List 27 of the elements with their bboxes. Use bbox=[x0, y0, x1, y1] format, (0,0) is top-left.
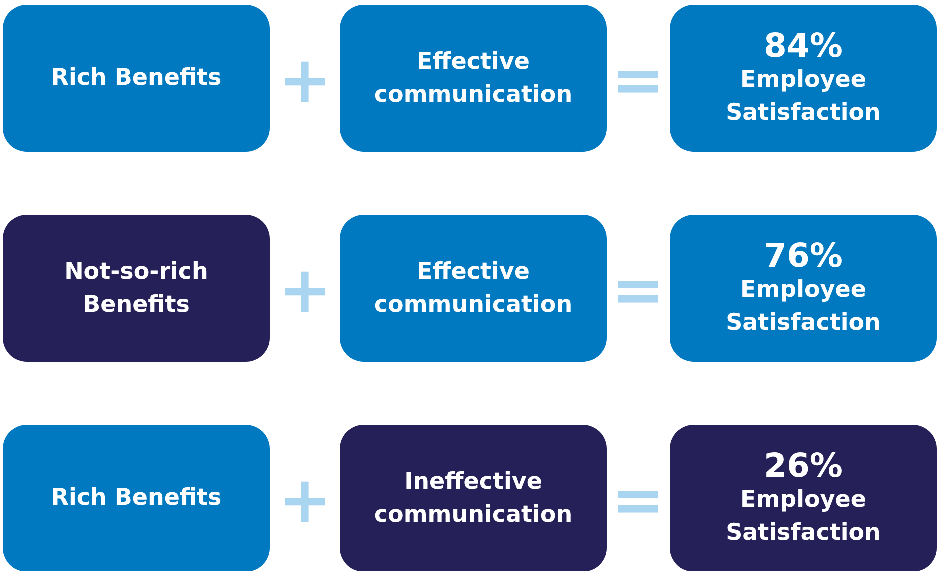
box-label: Effective communication bbox=[373, 258, 574, 320]
box-label: Rich Benefits bbox=[51, 484, 222, 513]
percentage-value: 84% bbox=[764, 28, 843, 64]
box-label: Effective communication bbox=[373, 48, 574, 110]
rounded-box bbox=[670, 425, 937, 571]
percentage-value: 26% bbox=[764, 448, 843, 484]
equals-sign: = bbox=[610, 49, 666, 113]
rounded-box bbox=[3, 5, 270, 152]
rounded-box bbox=[340, 215, 607, 362]
box-label: Employee Satisfaction bbox=[725, 276, 882, 338]
box-label: Ineffective communication bbox=[373, 468, 574, 530]
plus-sign: + bbox=[277, 49, 333, 113]
equals-sign: = bbox=[610, 259, 666, 323]
rounded-box bbox=[3, 425, 270, 571]
rounded-box bbox=[3, 215, 270, 362]
rounded-box bbox=[340, 425, 607, 571]
rounded-box bbox=[340, 5, 607, 152]
rounded-box bbox=[670, 5, 937, 152]
equals-sign: = bbox=[610, 469, 666, 533]
percentage-value: 76% bbox=[764, 238, 843, 274]
box-label: Employee Satisfaction bbox=[725, 66, 882, 128]
plus-sign: + bbox=[277, 259, 333, 323]
box-label: Rich Benefits bbox=[51, 64, 222, 93]
box-label: Employee Satisfaction bbox=[725, 486, 882, 548]
box-label: Not-so-rich Benefits bbox=[64, 258, 210, 320]
rounded-box bbox=[670, 215, 937, 362]
plus-sign: + bbox=[277, 469, 333, 533]
